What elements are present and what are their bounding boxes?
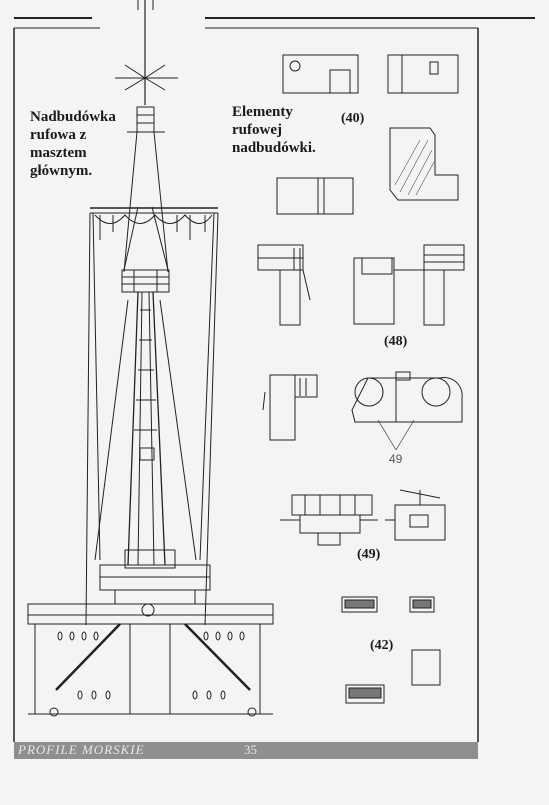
components-48: [257, 244, 465, 451]
label-49-callout: 49: [389, 452, 403, 466]
label-40: (40): [341, 111, 365, 126]
aft-superstructure-drawing: [27, 549, 274, 717]
page-number: 35: [244, 742, 257, 757]
left-caption: Nadbudówka rufowa z masztem głównym.: [30, 109, 116, 179]
main-mast-drawing: [85, 0, 219, 626]
publication-title: PROFILE MORSKIE: [18, 742, 145, 757]
label-48: (48): [384, 334, 408, 349]
right-caption: Elementy rufowej nadbudówki.: [232, 104, 316, 156]
components-49: [280, 489, 446, 546]
label-42: (42): [370, 638, 394, 653]
components-42: [341, 596, 441, 704]
label-49: (49): [357, 547, 381, 562]
page-footer: PROFILE MORSKIE 35: [14, 742, 478, 759]
components-40: [276, 54, 459, 215]
